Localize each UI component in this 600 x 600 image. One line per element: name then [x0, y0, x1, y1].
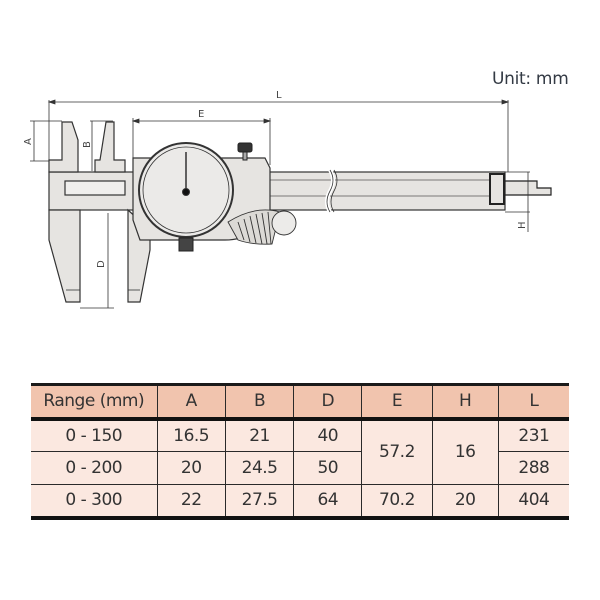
dimension-E — [131, 118, 272, 165]
header-L: L — [497, 384, 569, 421]
caliper-beam — [48, 171, 506, 211]
cell-E-merged: 57.2 — [361, 418, 433, 485]
cell-range: 0 - 200 — [31, 451, 158, 485]
cell-range: 0 - 300 — [31, 484, 158, 520]
table-header-row: Range (mm) A B D E H L — [31, 384, 569, 421]
header-E: E — [361, 384, 433, 421]
label-B: B — [82, 141, 93, 148]
cell-E: 70.2 — [361, 484, 433, 520]
cell-A: 16.5 — [156, 418, 226, 452]
lock-screw — [237, 142, 253, 161]
dimension-H — [505, 171, 530, 232]
depth-bar-end — [489, 173, 552, 205]
label-E: E — [198, 109, 204, 120]
bezel-clamp — [178, 237, 194, 252]
header-D: D — [293, 384, 362, 421]
cell-L: 288 — [497, 451, 569, 485]
label-D: D — [96, 260, 107, 268]
cell-H-merged: 16 — [431, 418, 499, 485]
cell-D: 40 — [293, 418, 362, 452]
unit-label: Unit: mm — [492, 69, 569, 89]
cell-A: 22 — [156, 484, 226, 520]
cell-A: 20 — [156, 451, 226, 485]
table-row: 0 - 150 16.5 21 40 57.2 16 231 — [31, 418, 569, 485]
cell-B: 21 — [224, 418, 294, 452]
fixed-jaw — [48, 121, 81, 303]
label-A: A — [23, 138, 34, 145]
dimension-D — [80, 213, 114, 309]
cell-B: 24.5 — [224, 451, 294, 485]
label-L: L — [276, 90, 282, 101]
cell-L: 404 — [497, 484, 569, 520]
header-range: Range (mm) — [31, 384, 158, 421]
cell-H: 20 — [431, 484, 499, 520]
table-row: 0 - 200 20 24.5 50 288 — [31, 451, 569, 485]
cell-B: 27.5 — [224, 484, 294, 520]
header-H: H — [431, 384, 499, 421]
dimension-B — [90, 120, 113, 171]
cell-range: 0 - 150 — [31, 418, 158, 452]
dimension-A — [30, 120, 62, 162]
dial-face — [138, 142, 234, 238]
thumb-roller — [227, 209, 297, 245]
table-row: 0 - 300 22 27.5 64 70.2 20 404 — [31, 484, 569, 520]
cell-L: 231 — [497, 418, 569, 452]
spec-table: Range (mm) A B D E H L 0 - 150 16.5 21 4… — [31, 383, 569, 520]
dimension-L — [47, 99, 510, 172]
cell-D: 50 — [293, 451, 362, 485]
header-A: A — [156, 384, 226, 421]
label-H: H — [517, 221, 528, 229]
dial-caliper-diagram: L E A B D H — [23, 90, 552, 309]
cell-D: 64 — [293, 484, 362, 520]
header-B: B — [224, 384, 294, 421]
